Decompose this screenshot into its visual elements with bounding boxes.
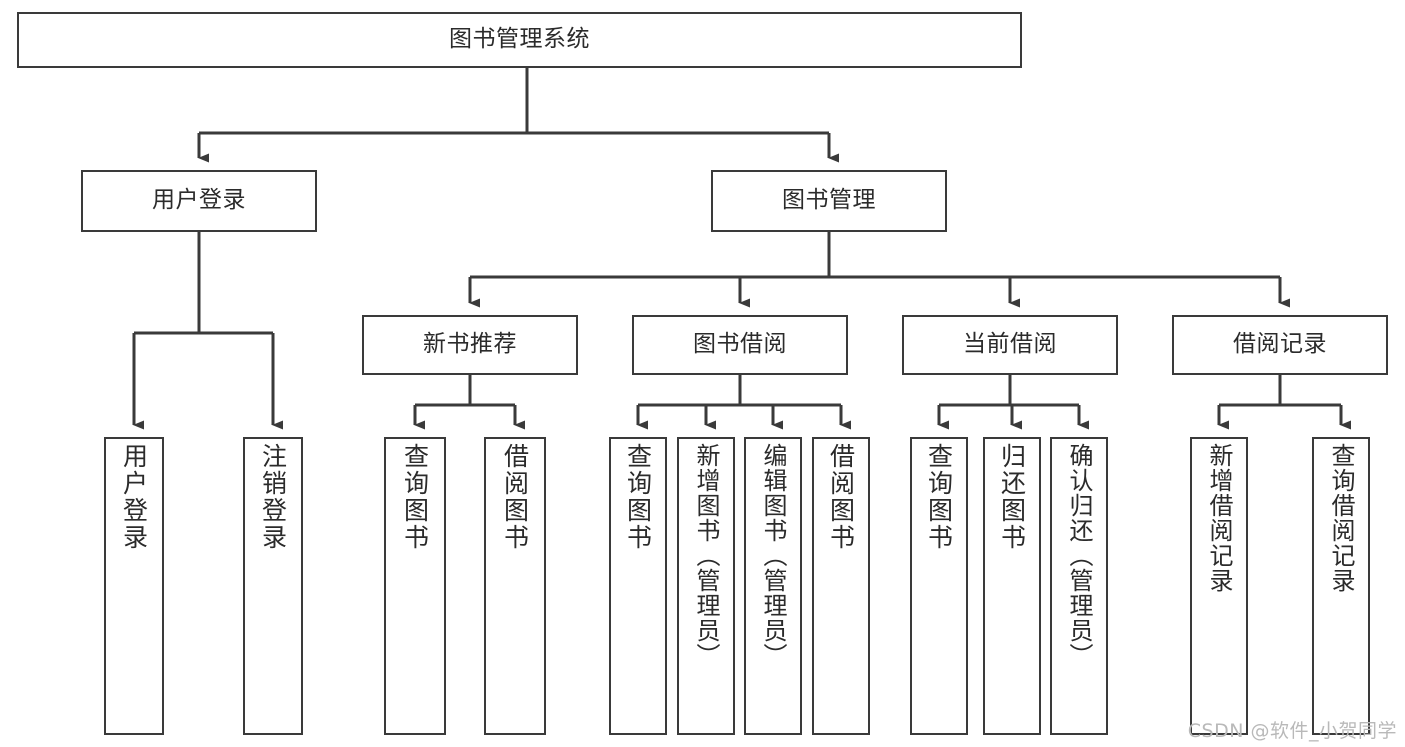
node-book-borrow-label: 图书借阅: [693, 331, 787, 358]
leaf-query-borrow-record-label: 查询借阅记录: [1327, 443, 1355, 593]
node-user-login-label: 用户登录: [152, 187, 246, 214]
leaf-query-borrow-record[interactable]: 查询借阅记录: [1312, 437, 1370, 735]
node-book-borrow[interactable]: 图书借阅: [632, 315, 848, 375]
leaf-logout-login-label: 注销登录: [258, 443, 288, 551]
leaf-confirm-return-admin[interactable]: 确认归还（管理员）: [1050, 437, 1108, 735]
leaf-edit-book-admin-label: 编辑图书（管理员）: [759, 443, 787, 668]
leaf-return-book-label: 归还图书: [997, 443, 1027, 551]
leaf-query-book-recommend[interactable]: 查询图书: [384, 437, 446, 735]
node-book-management[interactable]: 图书管理: [711, 170, 947, 232]
node-current-borrow-label: 当前借阅: [963, 331, 1057, 358]
node-borrow-record[interactable]: 借阅记录: [1172, 315, 1388, 375]
leaf-add-book-admin-label: 新增图书（管理员）: [692, 443, 720, 668]
leaf-borrow-book-recommend-label: 借阅图书: [500, 443, 530, 551]
leaf-query-book-borrow[interactable]: 查询图书: [609, 437, 667, 735]
node-borrow-record-label: 借阅记录: [1233, 331, 1327, 358]
leaf-query-book-borrow-label: 查询图书: [623, 443, 653, 551]
node-book-management-label: 图书管理: [782, 187, 876, 214]
leaf-logout-login[interactable]: 注销登录: [243, 437, 303, 735]
leaf-add-borrow-record-label: 新增借阅记录: [1205, 443, 1233, 593]
node-new-book-recommend-label: 新书推荐: [423, 331, 517, 358]
watermark-text: CSDN @软件_小贺同学: [1187, 720, 1397, 742]
node-root-label: 图书管理系统: [449, 26, 590, 53]
leaf-borrow-book[interactable]: 借阅图书: [812, 437, 870, 735]
node-new-book-recommend[interactable]: 新书推荐: [362, 315, 578, 375]
leaf-user-login[interactable]: 用户登录: [104, 437, 164, 735]
leaf-add-book-admin[interactable]: 新增图书（管理员）: [677, 437, 735, 735]
leaf-query-book-current-label: 查询图书: [924, 443, 954, 551]
node-current-borrow[interactable]: 当前借阅: [902, 315, 1118, 375]
leaf-edit-book-admin[interactable]: 编辑图书（管理员）: [744, 437, 802, 735]
leaf-return-book[interactable]: 归还图书: [983, 437, 1041, 735]
leaf-user-login-label: 用户登录: [119, 443, 149, 551]
node-root[interactable]: 图书管理系统: [17, 12, 1022, 68]
leaf-borrow-book-recommend[interactable]: 借阅图书: [484, 437, 546, 735]
leaf-borrow-book-label: 借阅图书: [826, 443, 856, 551]
node-user-login[interactable]: 用户登录: [81, 170, 317, 232]
leaf-confirm-return-admin-label: 确认归还（管理员）: [1065, 443, 1093, 668]
leaf-query-book-recommend-label: 查询图书: [400, 443, 430, 551]
leaf-query-book-current[interactable]: 查询图书: [910, 437, 968, 735]
leaf-add-borrow-record[interactable]: 新增借阅记录: [1190, 437, 1248, 735]
